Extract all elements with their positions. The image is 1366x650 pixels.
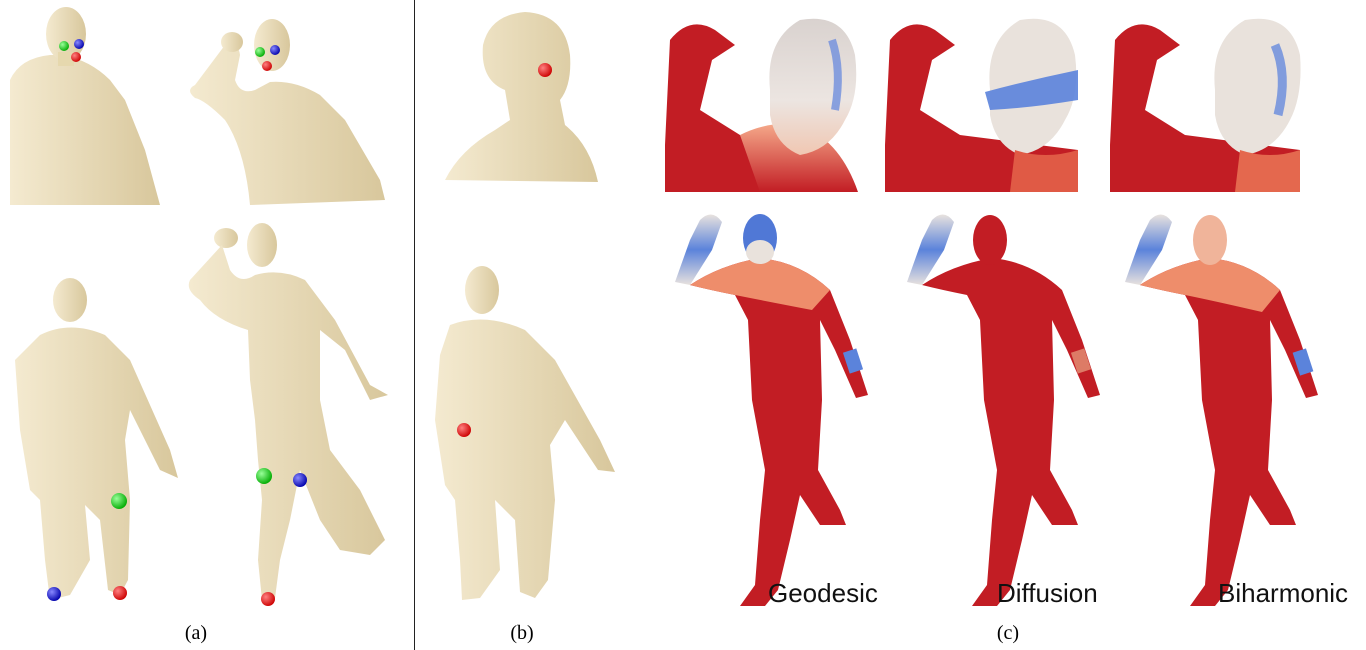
heatmap-head-biharmonic xyxy=(1110,19,1301,192)
heatmap-body-biharmonic xyxy=(1125,214,1318,606)
heatmap-head-geodesic xyxy=(665,19,858,192)
method-label-diffusion: Diffusion xyxy=(997,578,1098,609)
heatmap-head-diffusion xyxy=(885,19,1078,192)
panel-a-bust-left xyxy=(10,7,160,205)
marker-blue xyxy=(47,587,61,601)
panel-a-bust-right xyxy=(190,19,385,205)
panel-divider xyxy=(414,0,415,650)
marker-red xyxy=(113,586,127,600)
marker-red xyxy=(538,63,552,77)
marker-green xyxy=(255,47,265,57)
marker-green xyxy=(111,493,127,509)
marker-blue xyxy=(74,39,84,49)
marker-red xyxy=(261,592,275,606)
heatmap-body-geodesic xyxy=(675,214,868,606)
method-label-geodesic: Geodesic xyxy=(768,578,878,609)
marker-red xyxy=(71,52,81,62)
panel-label-a: (a) xyxy=(185,622,207,645)
panel-label-b: (b) xyxy=(510,622,533,645)
marker-green xyxy=(256,468,272,484)
panel-a-kneeling-figure xyxy=(15,278,178,601)
panel-a xyxy=(10,7,388,606)
panel-c xyxy=(665,19,1318,606)
marker-green xyxy=(59,41,69,51)
marker-red xyxy=(262,61,272,71)
marker-red xyxy=(457,423,471,437)
heatmap-body-diffusion xyxy=(907,214,1100,606)
marker-blue xyxy=(270,45,280,55)
panel-b xyxy=(435,12,615,600)
panel-b-head-closeup xyxy=(445,12,598,182)
method-label-biharmonic: Biharmonic xyxy=(1218,578,1348,609)
marker-blue xyxy=(293,473,307,487)
panel-b-kneeling-figure xyxy=(435,266,615,600)
panel-label-c: (c) xyxy=(997,622,1019,645)
panel-a-walking-figure xyxy=(189,223,388,606)
